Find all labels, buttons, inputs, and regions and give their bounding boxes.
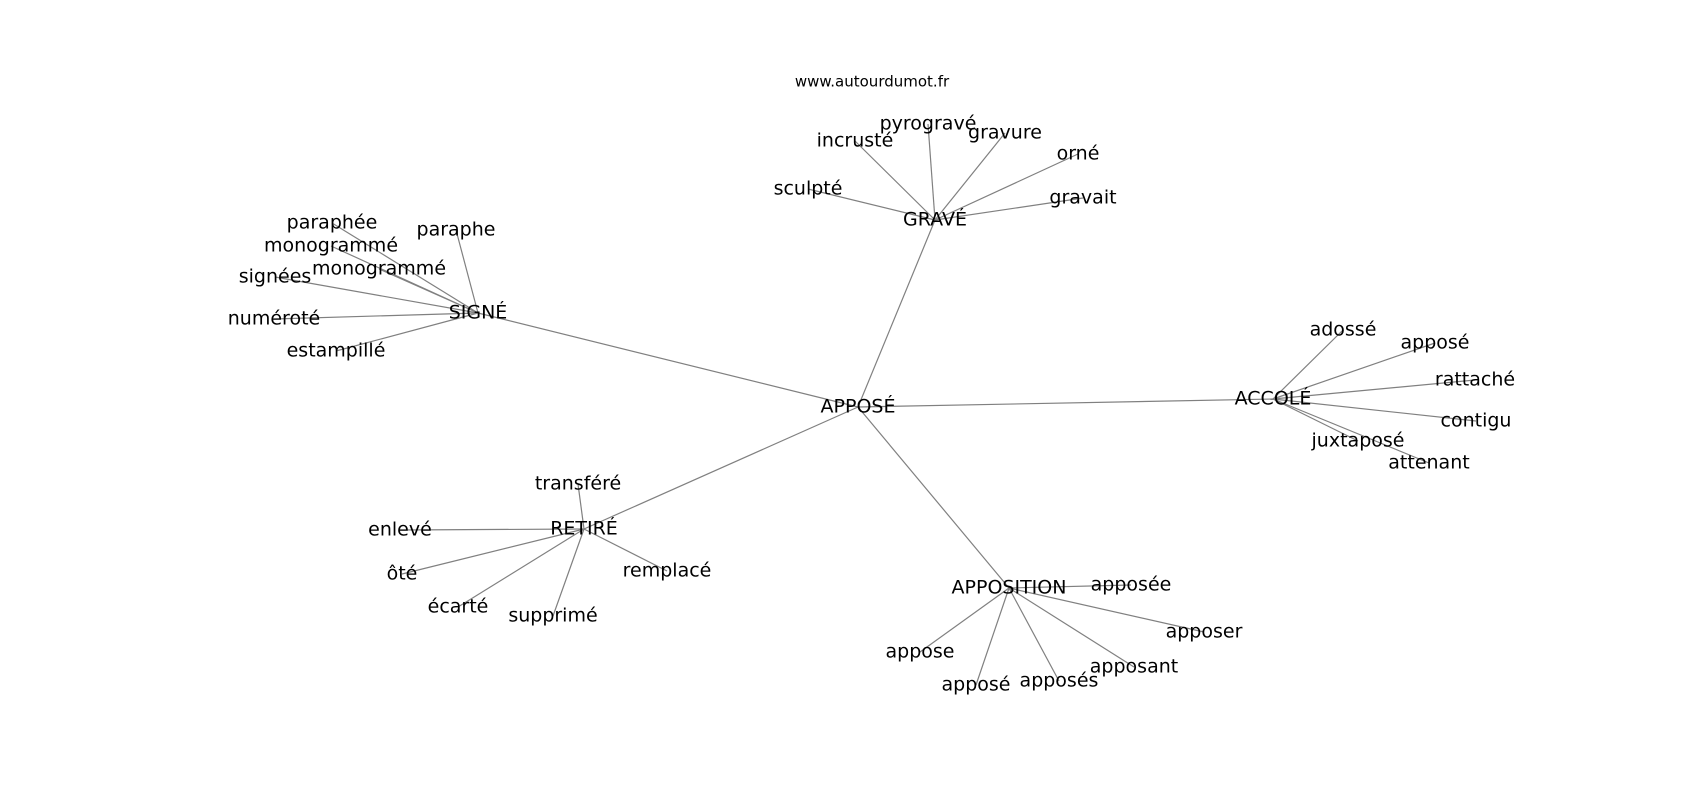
edge-center-grave — [857, 219, 936, 408]
edge-retire-ecarte — [457, 528, 585, 608]
edge-signe-paraphee — [331, 222, 479, 314]
node-leaf-ecarte[interactable]: écarté — [428, 596, 489, 618]
node-leaf-remplace[interactable]: remplacé — [623, 560, 712, 582]
edge-center-accole — [857, 398, 1274, 408]
edge-retire-transfere — [577, 483, 585, 530]
node-hub-accole[interactable]: ACCOLÉ — [1235, 387, 1312, 410]
edges-layer — [273, 123, 1477, 686]
edge-signe-signees — [274, 276, 479, 314]
node-leaf-monogramme[interactable]: monogrammé — [312, 258, 446, 280]
edge-grave-gravait — [934, 197, 1084, 221]
edge-signe-estampille — [335, 312, 479, 352]
node-hub-signe[interactable]: SIGNÉ — [449, 301, 508, 324]
node-leaf-rattache[interactable]: rattaché — [1435, 369, 1515, 391]
edge-retire-supprime — [552, 528, 585, 617]
edge-accole-rattache — [1272, 379, 1476, 400]
edge-grave-pyrograve — [927, 123, 936, 221]
node-leaf-paraphee[interactable]: paraphée — [287, 212, 378, 234]
node-leaf-appose[interactable]: apposé — [942, 674, 1011, 696]
node-hub-grave[interactable]: GRAVÉ — [903, 208, 967, 231]
node-leaf-monogramme[interactable]: monogrammé — [264, 235, 398, 257]
node-leaf-contigu[interactable]: contigu — [1441, 410, 1512, 432]
node-leaf-apposes[interactable]: apposés — [1020, 670, 1099, 692]
node-leaf-gravait[interactable]: gravait — [1049, 187, 1116, 209]
edge-grave-sculpte — [807, 188, 936, 221]
edge-signe-paraphe — [455, 229, 479, 314]
node-leaf-estampille[interactable]: estampillé — [287, 340, 386, 362]
node-leaf-sculpte[interactable]: sculpté — [774, 178, 843, 200]
node-leaf-numerote[interactable]: numéroté — [228, 308, 320, 330]
edge-apposition-appose — [975, 587, 1010, 686]
edge-retire-remplace — [583, 528, 668, 572]
edge-apposition-apposer — [1008, 587, 1205, 633]
node-leaf-appose[interactable]: appose — [886, 641, 955, 663]
node-leaf-appose[interactable]: apposé — [1401, 332, 1470, 354]
edge-accole-contigu — [1272, 398, 1477, 422]
node-leaf-apposer[interactable]: apposer — [1166, 621, 1243, 643]
edge-accole-juxtapose — [1272, 398, 1359, 442]
node-leaf-gravure[interactable]: gravure — [968, 122, 1042, 144]
edge-retire-enleve — [399, 528, 585, 531]
node-leaf-supprime[interactable]: supprimé — [508, 605, 597, 627]
node-leaf-paraphe[interactable]: paraphe — [417, 219, 496, 241]
node-leaf-enleve[interactable]: enlevé — [368, 519, 432, 541]
edge-center-retire — [583, 406, 859, 530]
edge-apposition-apposee — [1008, 584, 1132, 589]
edge-signe-numerote — [273, 312, 479, 320]
node-leaf-apposee[interactable]: apposée — [1091, 574, 1172, 596]
node-leaf-signees[interactable]: signées — [239, 266, 312, 288]
node-leaf-transfere[interactable]: transféré — [535, 473, 621, 495]
node-leaf-pyrograve[interactable]: pyrogravé — [880, 113, 977, 135]
edge-accole-attenant — [1272, 398, 1430, 464]
edge-signe-monogramme — [378, 268, 479, 314]
edge-accole-appose — [1272, 342, 1436, 400]
node-hub-retire[interactable]: RETIRÉ — [550, 517, 618, 540]
edge-grave-orne — [934, 153, 1079, 221]
edge-accole-adosse — [1272, 329, 1344, 400]
node-hub-apposition[interactable]: APPOSITION — [952, 577, 1067, 599]
node-leaf-attenant[interactable]: attenant — [1388, 452, 1469, 474]
edge-grave-gravure — [934, 132, 1006, 221]
node-leaf-orne[interactable]: orné — [1057, 143, 1100, 165]
node-leaf-apposant[interactable]: apposant — [1090, 656, 1178, 678]
node-center[interactable]: APPOSÉ — [821, 395, 896, 418]
node-leaf-adosse[interactable]: adossé — [1310, 319, 1377, 341]
node-leaf-incruste[interactable]: incrusté — [817, 130, 894, 152]
edge-apposition-appose — [919, 587, 1010, 653]
edge-apposition-apposes — [1008, 587, 1060, 682]
node-leaf-ote[interactable]: ôté — [387, 563, 418, 585]
edge-apposition-apposant — [1008, 587, 1135, 668]
node-leaf-juxtapose[interactable]: juxtaposé — [1311, 430, 1405, 452]
edge-center-apposition — [857, 406, 1010, 589]
labels-layer: www.autourdumot.fr APPOSÉ GRAVÉ sculpté inc… — [228, 73, 1515, 696]
watermark-text[interactable]: www.autourdumot.fr — [795, 73, 950, 91]
edge-center-signe — [477, 312, 859, 408]
edge-retire-ote — [401, 528, 585, 575]
edge-grave-incruste — [854, 140, 936, 221]
